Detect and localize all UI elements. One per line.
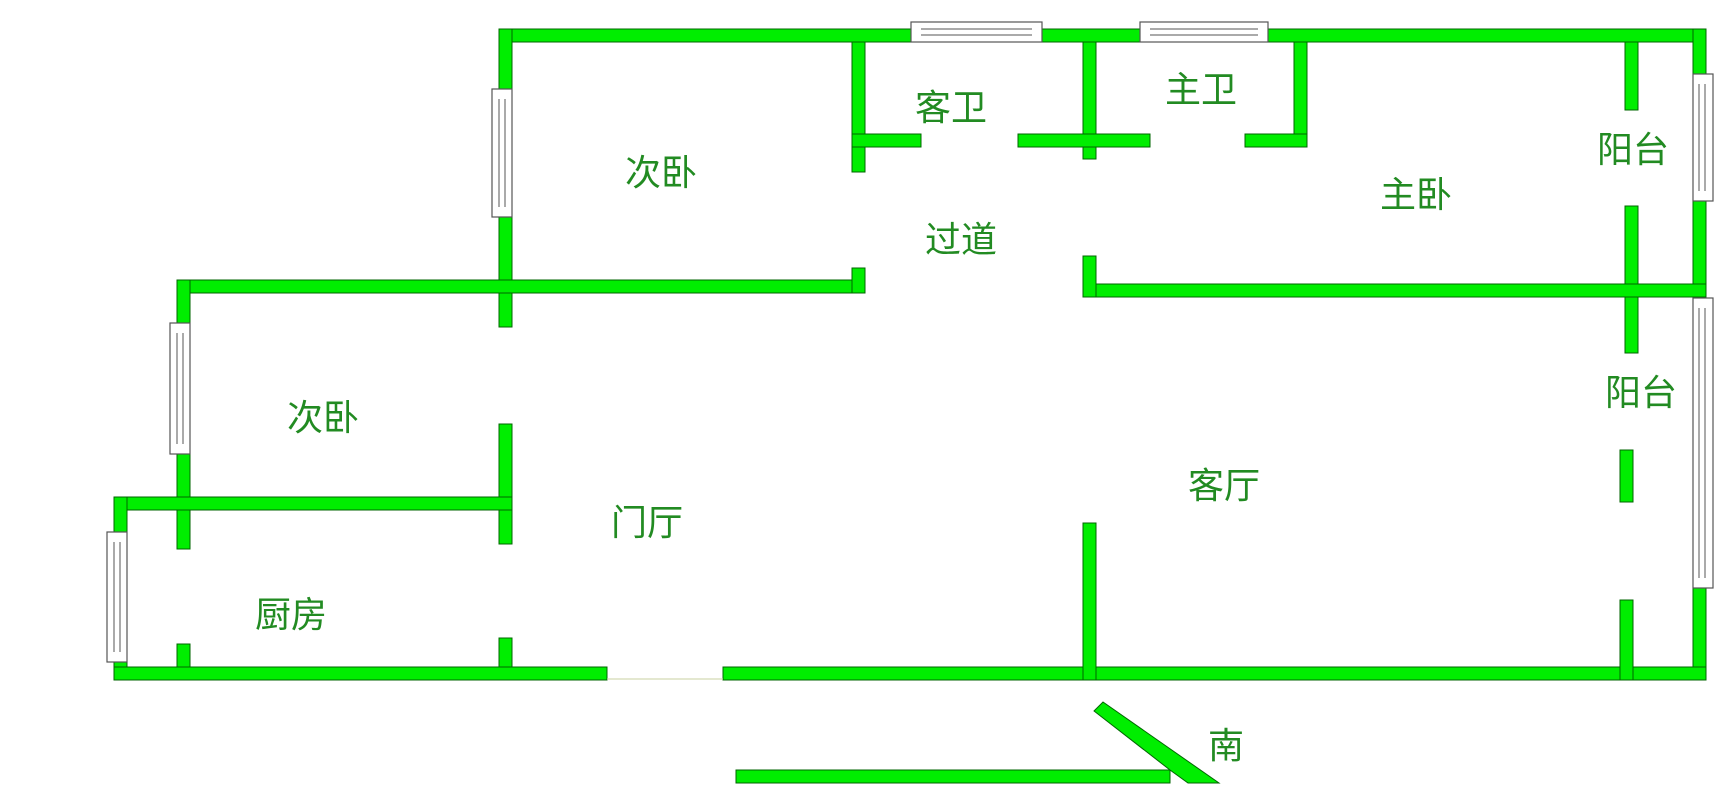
- walls: [113, 28, 1707, 681]
- window-balcony-right: [1692, 297, 1714, 589]
- windows: [106, 21, 1714, 663]
- wall-living-partition: [1082, 522, 1097, 681]
- wall-balcony-top-upper: [1624, 41, 1639, 111]
- wall-bottom-left: [113, 666, 608, 681]
- wall-balcony-top-lower: [1624, 205, 1639, 354]
- wall-top-right: [1262, 28, 1707, 43]
- label-kitchen: 厨房: [255, 595, 327, 636]
- wall-corridor-stub-right: [1082, 255, 1097, 298]
- compass-direction-label: 南: [1208, 726, 1244, 767]
- label-bedroom-second-top: 次卧: [625, 153, 697, 194]
- window-balcony-top: [1692, 73, 1714, 202]
- wall-balcony-right-bottom: [1619, 599, 1634, 681]
- label-living-room: 客厅: [1188, 466, 1260, 507]
- south-arrow-shaft: [735, 769, 1171, 784]
- label-bedroom-second-middle: 次卧: [287, 398, 359, 439]
- window-top-guest-bath: [910, 21, 1043, 43]
- wall-top-middle: [1034, 28, 1148, 43]
- south-arrow-icon: 南: [735, 701, 1244, 784]
- label-master-bedroom: 主卧: [1380, 175, 1452, 216]
- window-top-master-bath: [1139, 21, 1269, 43]
- wall-upper-left-bottom: [498, 209, 513, 328]
- wall-master-bedroom-bottom: [1082, 283, 1707, 298]
- wall-bedroom-corridor: [851, 41, 866, 173]
- wall-bath-bottom-left: [1017, 133, 1151, 148]
- wall-right-bottom: [1692, 581, 1707, 681]
- wall-upper-left-top: [498, 28, 513, 97]
- label-guest-bathroom: 客卫: [915, 88, 987, 129]
- south-arrow-head: [1093, 701, 1221, 784]
- wall-bottom-right: [722, 666, 1707, 681]
- wall-bedroom-middle-bottom: [113, 496, 513, 511]
- room-labels: 次卧 客卫 主卫 主卧 阳台 过道 次卧 阳台 客厅 门厅 厨房: [255, 70, 1677, 636]
- wall-bath-divider: [1082, 41, 1097, 160]
- wall-master-bath-bottom: [1244, 133, 1308, 148]
- label-corridor: 过道: [925, 220, 997, 261]
- wall-balcony-right-mid: [1619, 449, 1634, 503]
- wall-right-top: [1692, 28, 1707, 80]
- label-balcony-top: 阳台: [1597, 130, 1669, 171]
- window-upper-left-bedroom: [491, 88, 513, 218]
- label-master-bathroom: 主卫: [1165, 70, 1237, 111]
- wall-master-bath-right: [1293, 41, 1308, 148]
- wall-guest-bath-stub: [851, 133, 922, 148]
- label-entrance-hall: 门厅: [611, 503, 683, 544]
- wall-bedroom-middle-left: [498, 423, 513, 545]
- label-balcony-right: 阳台: [1605, 373, 1677, 414]
- wall-top-left: [498, 28, 912, 43]
- wall-corridor-stub-left: [851, 267, 866, 294]
- window-middle-left-bedroom: [169, 322, 191, 455]
- window-kitchen: [106, 531, 128, 663]
- wall-second-bedroom-bottom: [176, 279, 864, 294]
